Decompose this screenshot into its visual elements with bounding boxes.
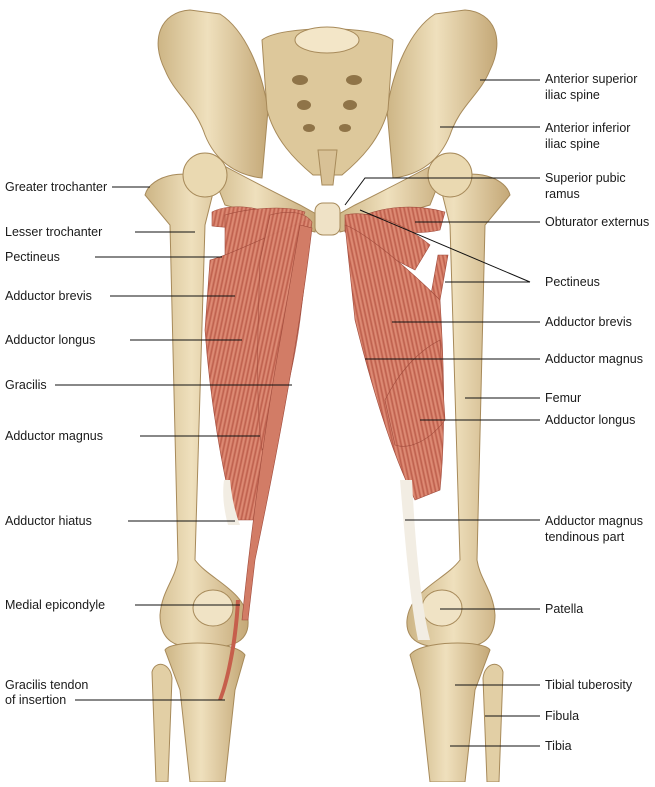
- label-greater-trochanter: Greater trochanter: [5, 180, 108, 194]
- lower-legs: [151, 642, 504, 783]
- label-femur: Femur: [545, 391, 582, 405]
- leader-superior-pubic-ramus: [344, 177, 540, 206]
- femurs: [144, 152, 511, 648]
- label-adductor-magnus-left: Adductor magnus: [5, 429, 103, 443]
- left-tibia: [164, 642, 246, 783]
- sacral-promontory: [294, 26, 360, 54]
- leader-lines: [55, 79, 540, 747]
- label-gracilis-tendon-line1: Gracilis tendon: [5, 678, 89, 692]
- label-adductor-brevis-right: Adductor brevis: [545, 315, 632, 329]
- right-fibula: [482, 663, 504, 783]
- label-medial-epicondyle: Medial epicondyle: [5, 598, 106, 612]
- label-adductor-longus-left: Adductor longus: [5, 333, 96, 347]
- label-fibula: Fibula: [545, 709, 580, 723]
- label-pectineus-left: Pectineus: [5, 250, 60, 264]
- label-obturator-externus: Obturator externus: [545, 215, 650, 229]
- label-adductor-longus-right: Adductor longus: [545, 413, 636, 427]
- label-asis-line2: iliac spine: [545, 88, 600, 102]
- left-femoral-head: [182, 152, 228, 198]
- right-tibia: [409, 642, 491, 783]
- right-adductor-muscles: [344, 206, 449, 640]
- label-tibia: Tibia: [545, 739, 572, 753]
- leader-pectineus-right-a: [359, 209, 531, 283]
- sacral-foramina: [292, 75, 362, 132]
- label-adductor-hiatus: Adductor hiatus: [5, 514, 92, 528]
- label-adductor-magnus-tendinous-line2: tendinous part: [545, 530, 625, 544]
- left-fibula: [151, 663, 173, 783]
- left-gracilis: [241, 224, 313, 621]
- pubic-symphysis: [314, 202, 341, 236]
- left-adductor-hiatus-tendon: [223, 480, 240, 525]
- label-gracilis-tendon-line2: of insertion: [5, 693, 67, 707]
- right-ilium: [386, 9, 498, 179]
- label-lesser-trochanter: Lesser trochanter: [5, 225, 103, 239]
- left-ilium: [157, 9, 269, 179]
- label-superior-pubic-ramus-line1: Superior pubic: [545, 171, 626, 185]
- label-asis-line1: Anterior superior: [545, 72, 638, 86]
- label-pectineus-right: Pectineus: [545, 275, 600, 289]
- label-gracilis: Gracilis: [5, 378, 47, 392]
- label-tibial-tuberosity: Tibial tuberosity: [545, 678, 633, 692]
- right-femoral-head: [427, 152, 473, 198]
- right-patella: [421, 589, 463, 627]
- label-adductor-magnus-right: Adductor magnus: [545, 352, 643, 366]
- coccyx: [317, 149, 338, 186]
- left-gracilis-tendon: [218, 600, 240, 700]
- label-superior-pubic-ramus-line2: ramus: [545, 187, 580, 201]
- label-patella: Patella: [545, 602, 584, 616]
- label-aiis-line2: iliac spine: [545, 137, 600, 151]
- left-adductor-muscles: [204, 206, 313, 700]
- label-adductor-magnus-tendinous-line1: Adductor magnus: [545, 514, 643, 528]
- pelvis: [157, 9, 498, 236]
- left-patella: [192, 589, 234, 627]
- label-adductor-brevis-left: Adductor brevis: [5, 289, 92, 303]
- label-aiis-line1: Anterior inferior: [545, 121, 631, 135]
